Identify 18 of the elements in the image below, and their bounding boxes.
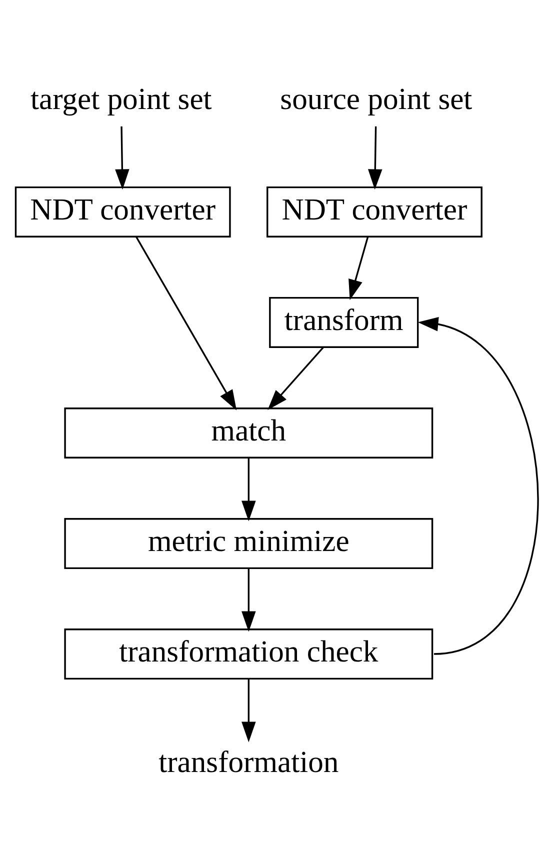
- arrow: [136, 236, 237, 410]
- node-box: transform: [269, 296, 419, 348]
- arrow: [242, 678, 256, 742]
- node-box: NDT converter: [266, 186, 482, 238]
- node-text: source point set: [280, 82, 472, 116]
- arrow: [242, 458, 256, 522]
- node-box: metric minimize: [64, 518, 434, 570]
- arrow: [418, 317, 539, 655]
- arrow: [348, 236, 369, 300]
- node-box: match: [64, 408, 434, 458]
- arrow: [115, 126, 130, 190]
- node-text: transformation: [158, 745, 339, 780]
- node-box: NDT converter: [14, 186, 231, 238]
- node-box: transformation check: [64, 628, 434, 680]
- node-text: target point set: [30, 82, 212, 116]
- arrow: [242, 568, 256, 632]
- arrow: [268, 346, 324, 410]
- arrow: [368, 126, 382, 190]
